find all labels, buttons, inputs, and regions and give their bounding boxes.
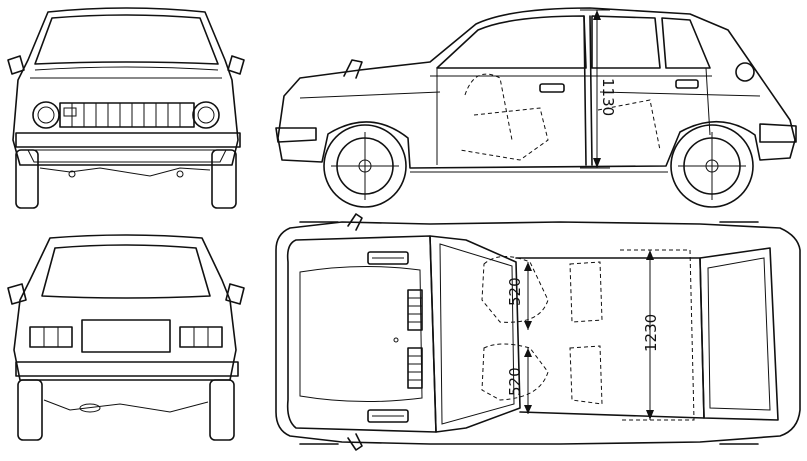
dimension-label-seat-left: 520 (506, 277, 524, 306)
rear-view (7, 234, 245, 441)
dimension-label-height: 1130 (599, 78, 617, 116)
dimension-label-seat-right: 520 (506, 367, 524, 396)
front-view (7, 7, 245, 209)
top-view: 520 520 1230 (275, 213, 801, 451)
side-view: 1130 (275, 7, 797, 208)
dimension-label-interior-width: 1230 (642, 314, 660, 352)
